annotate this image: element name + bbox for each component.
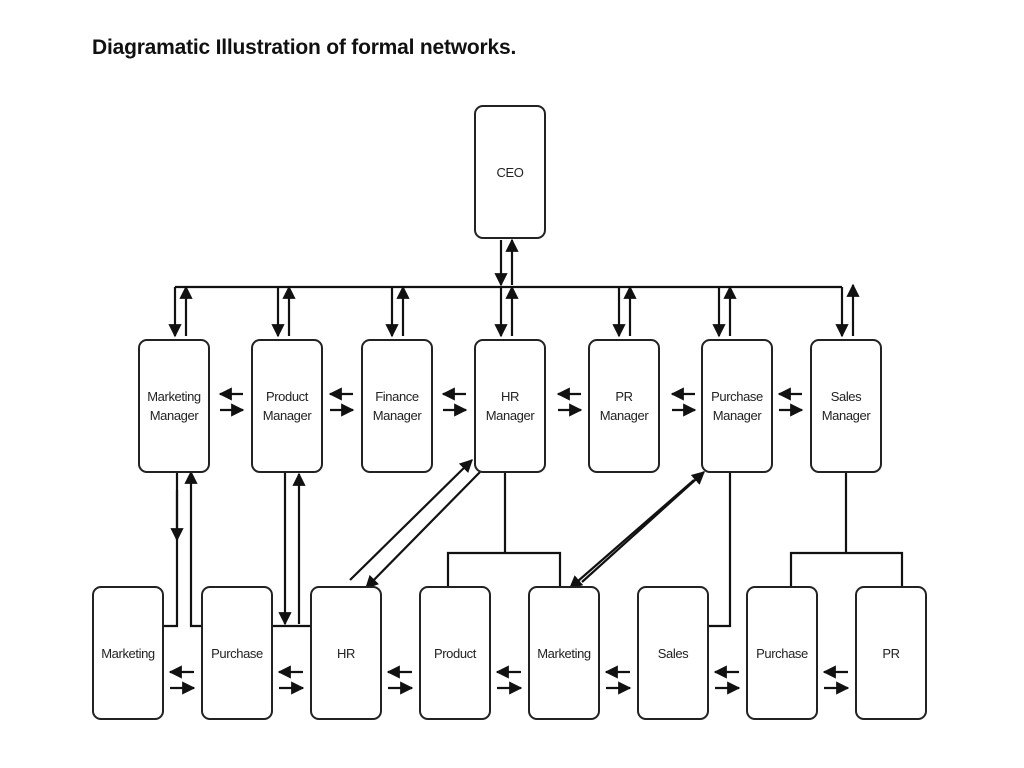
node-marketing-1: Marketing	[92, 586, 164, 720]
node-hr: HR	[310, 586, 382, 720]
node-purchase-1: Purchase	[201, 586, 273, 720]
hr-to-hr-manager-arrow	[349, 459, 473, 581]
diagram-title: Diagramatic Illustration of formal netwo…	[92, 36, 517, 59]
node-purchase-1-label: Purchase	[211, 645, 263, 661]
node-ceo: CEO	[474, 105, 546, 239]
node-ceo-label: CEO	[496, 164, 524, 180]
node-pr-label: PR	[882, 645, 900, 661]
node-product-manager-label: Product Manager	[262, 389, 312, 423]
purchase-to-marketing-manager	[184, 470, 203, 628]
node-pr-manager-label: PR Manager	[599, 389, 649, 423]
marketing-manager-to-marketing	[163, 472, 179, 628]
node-marketing-manager-label: Marketing Manager	[147, 389, 201, 423]
node-finance-manager: Finance Manager	[361, 339, 433, 473]
sales-manager-branch	[789, 551, 904, 586]
node-sales-label: Sales	[657, 645, 689, 661]
hr-manager-to-hr-arrow	[365, 471, 481, 589]
hr-manager-branch	[446, 551, 562, 586]
node-sales-manager: Sales Manager	[810, 339, 882, 473]
node-marketing-2: Marketing	[528, 586, 600, 720]
node-finance-manager-label: Finance Manager	[372, 389, 422, 423]
node-purchase-manager: Purchase Manager	[701, 339, 773, 473]
node-purchase-2-label: Purchase	[756, 645, 808, 661]
node-purchase-manager-label: Purchase Manager	[711, 389, 763, 423]
node-marketing-manager: Marketing Manager	[138, 339, 210, 473]
node-pr: PR	[855, 586, 927, 720]
node-sales: Sales	[637, 586, 709, 720]
node-sales-manager-label: Sales Manager	[821, 389, 871, 423]
purchase-manager-to-sales	[708, 472, 732, 628]
node-hr-manager-label: HR Manager	[485, 389, 535, 423]
node-product: Product	[419, 586, 491, 720]
node-product-label: Product	[433, 645, 476, 661]
purchase-manager-to-marketing-arrow	[569, 479, 695, 589]
node-hr-manager: HR Manager	[474, 339, 546, 473]
node-product-manager: Product Manager	[251, 339, 323, 473]
node-hr-label: HR	[337, 645, 355, 661]
node-marketing-2-label: Marketing	[537, 645, 591, 661]
node-pr-manager: PR Manager	[588, 339, 660, 473]
node-purchase-2: Purchase	[746, 586, 818, 720]
node-marketing-1-label: Marketing	[101, 645, 155, 661]
